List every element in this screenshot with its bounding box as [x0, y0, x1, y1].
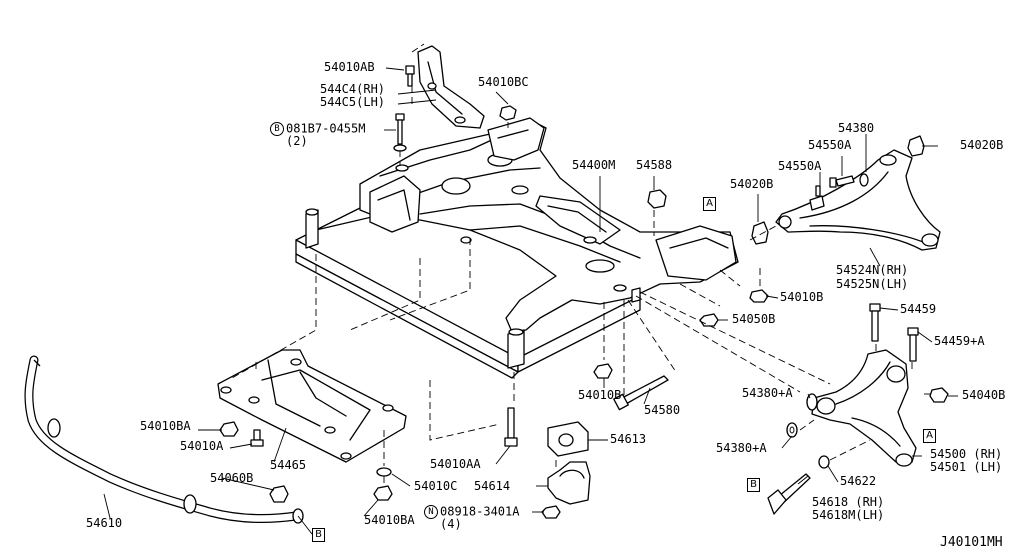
circle-n-icon: N: [424, 505, 438, 519]
label-54580: 54580: [644, 403, 681, 417]
skid-plate-54465[interactable]: [217, 349, 407, 463]
nut-54060b[interactable]: [269, 485, 289, 503]
diagram-code: J40101MH: [940, 535, 1003, 550]
nut-54010bc[interactable]: [499, 105, 517, 121]
label-54500: 54500 (RH): [930, 447, 1003, 461]
assembly-dashed-lines: [231, 86, 932, 486]
label-54380a-2: 54380+A: [716, 441, 767, 455]
label-54550a-mid: 54550A: [778, 159, 822, 173]
label-54010b-center: 54010B: [578, 388, 622, 402]
label-544c5: 544C5(LH): [320, 95, 386, 109]
ref-box-a-top: A: [703, 197, 716, 211]
label-54010ab: 54010AB: [324, 60, 375, 74]
label-54613: 54613: [610, 432, 647, 446]
leader-lines: [103, 67, 958, 535]
nut-54010ba-upper[interactable]: [219, 421, 239, 437]
nut-08918[interactable]: [541, 505, 561, 519]
nut-54588[interactable]: [647, 189, 667, 209]
bolt-54550a-2[interactable]: [809, 185, 825, 211]
label-54010c: 54010C: [414, 479, 458, 493]
label-54050b: 54050B: [732, 312, 776, 326]
washer-54010c[interactable]: [376, 467, 392, 477]
label-54010b-right: 54010B: [780, 290, 824, 304]
nut-54050b[interactable]: [699, 313, 719, 327]
label-54010aa: 54010AA: [430, 457, 481, 471]
nut-54010b-right[interactable]: [749, 289, 769, 303]
label-54040b: 54040B: [962, 388, 1006, 402]
bolt-54580[interactable]: [613, 375, 669, 411]
label-54380a-1: 54380+A: [742, 386, 793, 400]
label-54618: 54618 (RH): [812, 495, 885, 509]
label-54465: 54465: [270, 458, 307, 472]
washer-54622[interactable]: [818, 455, 830, 469]
bolt-081b7[interactable]: [393, 113, 407, 152]
label-54020b-mid: 54020B: [730, 177, 774, 191]
nut-54010b-center[interactable]: [593, 363, 613, 379]
front-crossmember[interactable]: [295, 117, 739, 379]
label-54588: 54588: [636, 158, 673, 172]
label-54459: 54459: [900, 302, 937, 316]
washer-54380a-1[interactable]: [806, 393, 818, 411]
label-54010ba-upper: 54010BA: [140, 419, 191, 433]
ref-box-b-right: B: [747, 478, 760, 492]
upper-arm-54524n[interactable]: [775, 149, 941, 251]
bracket-54614[interactable]: [547, 461, 591, 505]
label-08918-number: 08918-3401A: [440, 504, 520, 519]
circle-b-icon: B: [270, 122, 284, 136]
label-54010a: 54010A: [180, 439, 224, 453]
label-54010bc: 54010BC: [478, 75, 529, 89]
ref-box-b-left: B: [312, 528, 325, 542]
nut-54040b[interactable]: [929, 387, 949, 403]
nut-54010ba-lower[interactable]: [373, 485, 393, 501]
ref-box-a-right: A: [923, 429, 936, 443]
label-54010ba-lower: 54010BA: [364, 513, 415, 527]
label-54525n: 54525N(LH): [836, 277, 909, 291]
label-54550a-top: 54550A: [808, 138, 852, 152]
label-54618m: 54618M(LH): [812, 508, 885, 522]
bushing-54020b-lower[interactable]: [751, 221, 769, 245]
bushing-54613[interactable]: [547, 421, 589, 457]
label-54622: 54622: [840, 474, 877, 488]
label-54400m: 54400M: [572, 158, 616, 172]
label-54060b: 54060B: [210, 471, 254, 485]
lower-arm-54500[interactable]: [811, 349, 917, 467]
label-54459a: 54459+A: [934, 334, 985, 348]
label-54524n: 54524N(RH): [836, 263, 909, 277]
bushing-54020b-upper[interactable]: [907, 135, 925, 157]
bracket-544c4[interactable]: [411, 43, 485, 129]
label-54380: 54380: [838, 121, 875, 135]
bolt-54459a[interactable]: [907, 327, 919, 362]
label-54614: 54614: [474, 479, 511, 493]
bolt-54010aa[interactable]: [504, 407, 518, 447]
label-081b7-number: 081B7-0455M: [286, 121, 366, 136]
label-081b7-qty: (2): [286, 134, 308, 148]
label-54020b-top: 54020B: [960, 138, 1004, 152]
label-08918-qty: (4): [440, 517, 462, 531]
label-544c4: 544C4(RH): [320, 82, 386, 96]
label-54501: 54501 (LH): [930, 460, 1003, 474]
bolt-54550a-1[interactable]: [829, 175, 855, 188]
bolt-54010ab[interactable]: [405, 65, 415, 87]
label-54610: 54610: [86, 516, 123, 530]
bolt-54459[interactable]: [869, 303, 881, 342]
washer-54380a-2[interactable]: [786, 422, 798, 438]
washer-54380[interactable]: [859, 173, 869, 187]
bolt-54010a[interactable]: [250, 429, 264, 447]
